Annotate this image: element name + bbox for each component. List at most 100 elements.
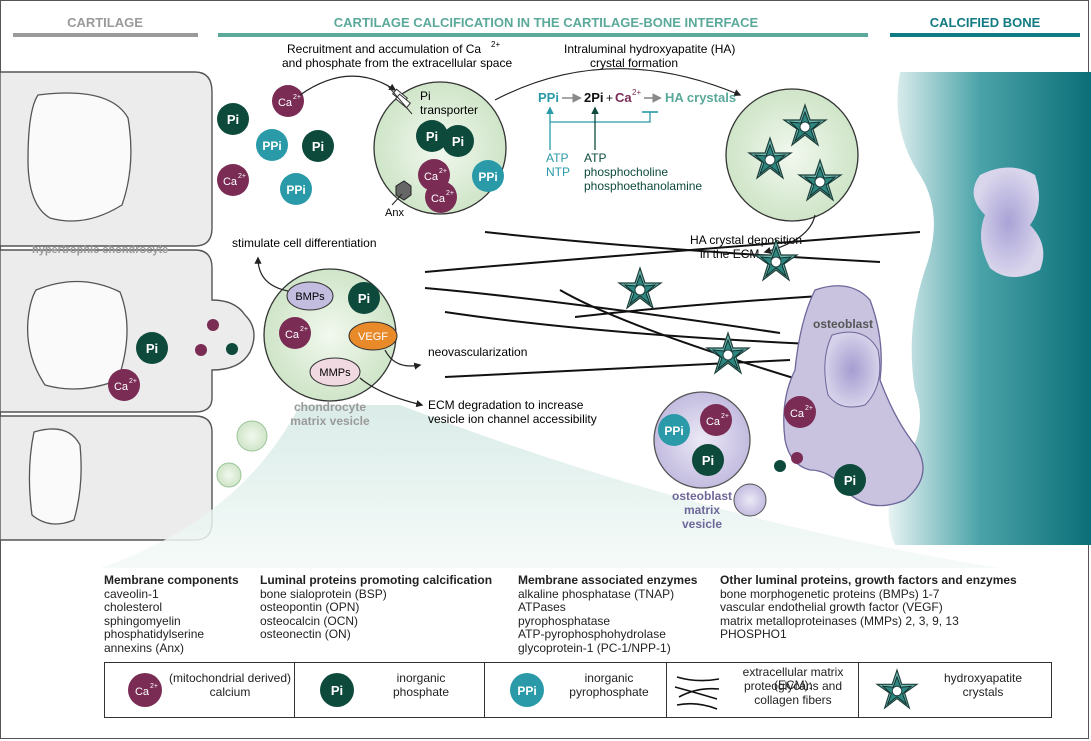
- pyrophosphate-label-1: inorganic: [584, 671, 634, 685]
- interface-header-bar: [218, 33, 868, 37]
- chondrocyte-pi: Pi: [136, 332, 168, 364]
- crystals-label-1: hydroxyapatite: [943, 671, 1023, 685]
- vesicle1-pi-a: Pi: [416, 120, 448, 152]
- svg-text:2+: 2+: [150, 683, 158, 690]
- svg-text:Pi: Pi: [358, 291, 370, 306]
- svg-text:2+: 2+: [721, 413, 729, 420]
- legend-pyrophosphate: PPi inorganic pyrophosphate: [485, 663, 667, 717]
- atp-label-2: ATP: [584, 151, 606, 165]
- stimulate-arrow: [254, 256, 289, 292]
- chondrocyte-ca: Ca 2+: [108, 369, 140, 401]
- svg-text:Pi: Pi: [702, 453, 714, 468]
- ecm-label-3: collagen fibers: [754, 693, 832, 707]
- calcified-bone: [888, 72, 1091, 545]
- small-ca-dot: [207, 319, 219, 331]
- osteoblast-dot-ca: [791, 452, 803, 464]
- svg-text:2+: 2+: [805, 405, 813, 412]
- ecm-symbol: [674, 676, 720, 710]
- legend-box: Ca 2+ (mitochondrial derived) calcium Pi…: [104, 662, 1052, 718]
- small-pi-dot: [226, 343, 238, 355]
- stimulate-label: stimulate cell differentiation: [232, 236, 377, 250]
- column-title: Membrane associated enzymes: [518, 573, 698, 587]
- recruit-arrow: [299, 75, 397, 96]
- phosphate-symbol: Pi: [320, 673, 354, 707]
- neovasc-label: neovascularization: [428, 345, 527, 359]
- list-item: vascular endothelial growth factor (VEGF…: [720, 600, 943, 615]
- list-item: sphingomyelin: [104, 613, 181, 628]
- column-title: Other luminal proteins, growth factors a…: [720, 573, 1017, 587]
- hypertrophic-label: hypertrophic chondrocyte: [32, 244, 168, 256]
- obmv-ppi: PPi: [658, 414, 690, 446]
- svg-text:Ca: Ca: [431, 193, 446, 205]
- annexin-icon: [391, 180, 412, 206]
- column-other-proteins: Other luminal proteins, growth factors a…: [720, 573, 1017, 642]
- osteoblast-nucleus: [824, 331, 881, 408]
- bmps-label: BMPs: [295, 291, 325, 303]
- neovasc-arrow: [384, 349, 422, 370]
- vegf-label: VEGF: [358, 331, 388, 343]
- legend-phosphate: Pi inorganic phosphate: [295, 663, 485, 717]
- ecm-deg-arrow: [359, 377, 424, 408]
- column-membrane-enzymes: Membrane associated enzymes alkaline pho…: [518, 573, 698, 656]
- column-luminal-proteins: Luminal proteins promoting calcification…: [260, 573, 492, 642]
- recruitment-line1: Recruitment and accumulation of Ca: [287, 42, 481, 56]
- anx-label: Anx: [385, 207, 404, 219]
- crystal-symbol: [875, 668, 919, 710]
- vegf-bubble: [348, 321, 398, 351]
- svg-text:2+: 2+: [300, 326, 308, 333]
- svg-text:Pi: Pi: [331, 683, 343, 698]
- cmv-label-2: matrix vesicle: [290, 414, 370, 428]
- cartilage-cells: [0, 71, 255, 541]
- intraluminal-line2: crystal formation: [590, 56, 678, 70]
- phosphate-label-2: phosphate: [392, 685, 450, 699]
- list-item: matrix metalloproteinases (MMPs) 2, 3, 9…: [720, 613, 959, 628]
- intraluminal-line1: Intraluminal hydroxyapatite (HA): [564, 42, 735, 56]
- osteoblast-pi: Pi: [834, 464, 866, 496]
- svg-text:Ca: Ca: [278, 97, 293, 109]
- detail-fan: [100, 405, 1000, 568]
- recruitment-line2: and phosphate from the extracellular spa…: [282, 56, 512, 70]
- reaction-ppi: PPi: [538, 90, 559, 105]
- bmps-bubble: [286, 281, 334, 311]
- legend-crystals: hydroxyapatite crystals: [859, 663, 1051, 717]
- list-item: osteopontin (OPN): [260, 600, 360, 615]
- reaction-2pi: 2Pi: [584, 90, 604, 105]
- crystals-label-2: crystals: [962, 685, 1004, 699]
- reaction-ca-sup: 2+: [632, 88, 641, 97]
- list-item: ATPases: [518, 600, 566, 615]
- legend-ecm: extracellular matrix (ECM): proteoglycan…: [667, 663, 859, 717]
- svg-text:Pi: Pi: [146, 341, 158, 356]
- svg-text:Ca: Ca: [223, 176, 238, 188]
- ecm-fibers: [424, 231, 921, 381]
- vesicle1-ppi: PPi: [472, 160, 504, 192]
- small-ca-dot-2: [195, 344, 207, 356]
- svg-text:2+: 2+: [238, 173, 246, 180]
- svg-text:Pi: Pi: [426, 129, 438, 144]
- reaction-ha: HA crystals: [665, 90, 736, 105]
- obmv-label-3: vesicle: [682, 517, 722, 531]
- pyrophosphate-label-2: pyrophosphate: [569, 685, 649, 699]
- svg-text:2+: 2+: [446, 190, 454, 197]
- osteoblast-dot-pi: [774, 460, 786, 472]
- interface-header: CARTILAGE CALCIFICATION IN THE CARTILAGE…: [334, 15, 759, 30]
- phosphoethanolamine-label: phosphoethanolamine: [584, 179, 702, 193]
- budding-vesicle-1: [236, 420, 268, 452]
- inhibition-line: [550, 112, 651, 123]
- svg-text:PPi: PPi: [517, 684, 536, 698]
- svg-text:Ca: Ca: [285, 329, 300, 341]
- reaction-plus: +: [606, 91, 613, 105]
- svg-text:Pi: Pi: [844, 473, 856, 488]
- svg-text:2+: 2+: [293, 94, 301, 101]
- recruitment-sup: 2+: [491, 40, 500, 49]
- bone-header: CALCIFIED BONE: [930, 15, 1041, 30]
- list-item: caveolin-1: [104, 586, 159, 601]
- mmps-bubble: [309, 357, 361, 387]
- svg-text:2+: 2+: [439, 168, 447, 175]
- pi-transporter-label-2: transporter: [420, 103, 478, 117]
- crystal-vesicle: [725, 88, 859, 222]
- reaction-ca: Ca: [615, 90, 632, 105]
- bone-header-bar: [890, 33, 1080, 37]
- obmv-pi: Pi: [692, 444, 724, 476]
